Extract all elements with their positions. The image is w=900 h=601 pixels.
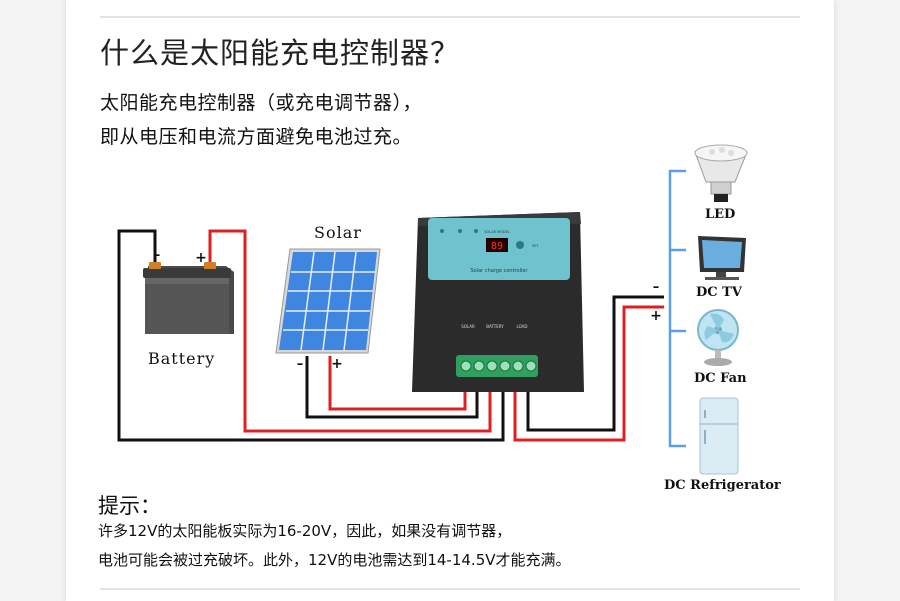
battery-label: Battery bbox=[148, 349, 216, 368]
black-wires bbox=[117, 229, 664, 442]
load-label-fan: DC Fan bbox=[694, 371, 747, 386]
tv-icon bbox=[698, 236, 746, 280]
red-wires bbox=[208, 229, 664, 442]
charge-controller-icon: 89 Solar charge controller SOLAR MODEL S… bbox=[412, 212, 584, 392]
refrigerator-icon bbox=[699, 397, 739, 475]
controller-caption: Solar charge controller bbox=[471, 268, 529, 274]
solar-panel-icon bbox=[275, 248, 381, 354]
intro-line-2: 即从电压和电流方面避免电池过充。 bbox=[100, 126, 413, 148]
solar-minus-sign: – bbox=[297, 357, 304, 372]
controller-brand: SOLAR MODEL bbox=[484, 230, 510, 234]
controller-display: 89 bbox=[491, 241, 503, 252]
load-minus-sign: – bbox=[653, 280, 660, 295]
load-label-led: LED bbox=[705, 207, 736, 222]
load-label-tv: DC TV bbox=[696, 285, 742, 300]
top-divider bbox=[100, 16, 800, 18]
load-plus-sign: + bbox=[650, 308, 662, 324]
solar-plus-sign: + bbox=[331, 356, 343, 372]
controller-indicator: SET bbox=[532, 244, 539, 248]
tips-line-1: 许多12V的太阳能板实际为16-20V，因此，如果没有调节器， bbox=[98, 522, 512, 540]
battery-minus-sign: – bbox=[154, 248, 161, 263]
led-bulb-icon bbox=[694, 144, 748, 202]
bottom-divider bbox=[100, 588, 800, 590]
tips-line-2: 电池可能会被过充破坏。此外，12V的电池需达到14-14.5V才能充满。 bbox=[98, 551, 571, 569]
solar-label: Solar bbox=[314, 223, 362, 242]
intro-line-1: 太阳能充电控制器（或充电调节器）， bbox=[100, 92, 423, 114]
load-label-refrigerator: DC Refrigerator bbox=[664, 478, 781, 493]
load-bracket bbox=[668, 169, 686, 448]
battery-icon bbox=[143, 262, 234, 334]
tips-heading: 提示： bbox=[98, 494, 161, 518]
page-title: 什么是太阳能充电控制器？ bbox=[100, 36, 461, 70]
battery-plus-sign: + bbox=[195, 250, 207, 266]
terminal-label-battery: BATTERY bbox=[486, 324, 504, 329]
terminal-label-solar: SOLAR bbox=[461, 324, 475, 329]
terminal-label-load: LOAD bbox=[517, 324, 528, 329]
fan-icon bbox=[697, 309, 739, 366]
